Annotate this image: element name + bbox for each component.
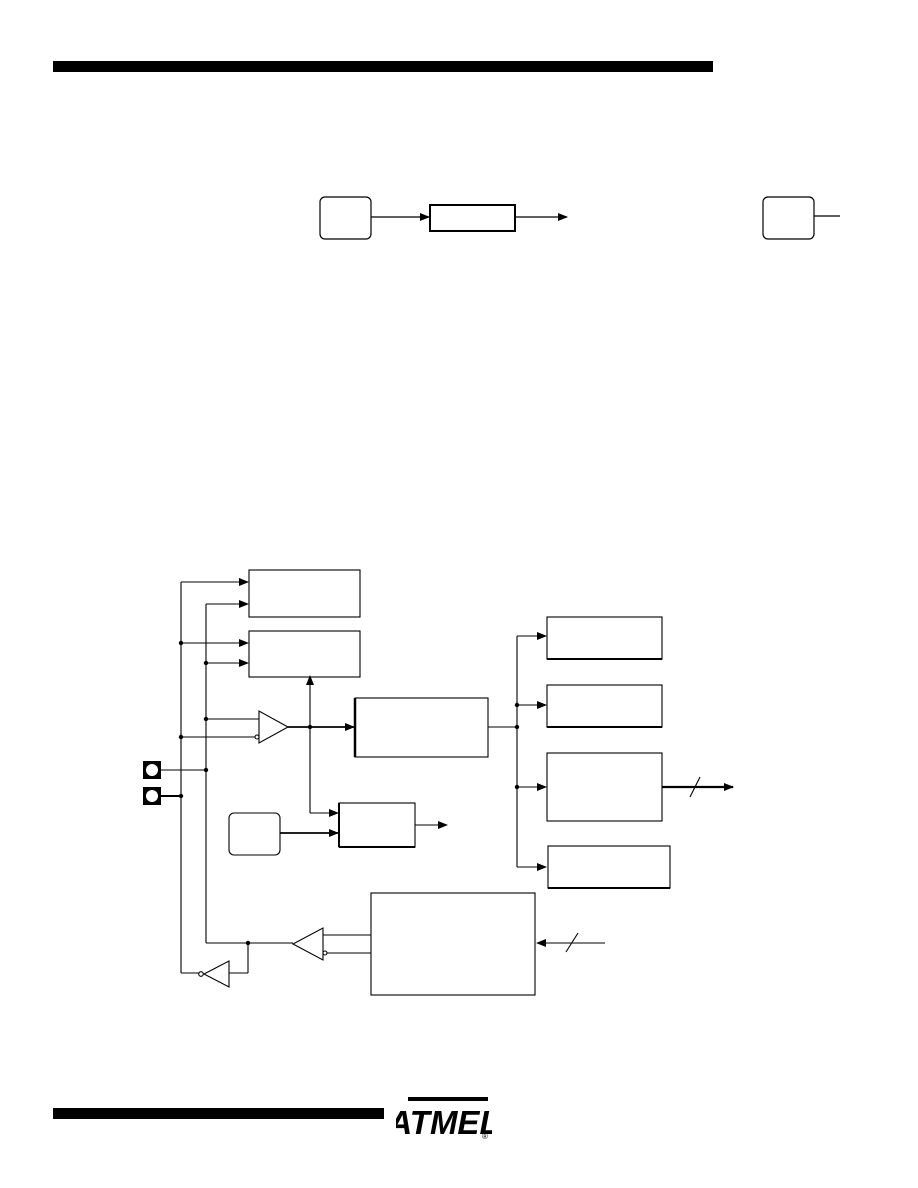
block-out-2 — [546, 684, 663, 728]
junction-dots — [178, 640, 520, 946]
block-diagram — [143, 569, 734, 996]
top-rounded-source-box — [319, 196, 372, 240]
block-central — [354, 697, 489, 758]
block-out-4 — [547, 845, 671, 889]
rounded-clock-box — [228, 812, 281, 856]
block-out-1 — [546, 616, 663, 660]
block-top-1 — [248, 569, 361, 618]
pin-bottom — [143, 787, 161, 805]
pin-top — [143, 761, 161, 779]
atmel-logo: ATMEL ® — [396, 1097, 492, 1140]
block-small — [338, 802, 416, 848]
block-out-3 — [546, 752, 663, 822]
atmel-logo-text: ATMEL — [396, 1104, 492, 1140]
top-right-rounded-box — [762, 196, 815, 240]
comparator — [258, 710, 290, 744]
top-register-box — [429, 204, 516, 232]
block-control — [370, 892, 536, 996]
block-top-2 — [248, 630, 361, 678]
registered-mark: ® — [482, 1132, 488, 1140]
top-figure — [319, 196, 840, 240]
header-rule — [53, 61, 713, 72]
inverter — [202, 960, 230, 988]
footer-rule — [53, 1108, 384, 1119]
tristate-buffer — [291, 927, 324, 961]
